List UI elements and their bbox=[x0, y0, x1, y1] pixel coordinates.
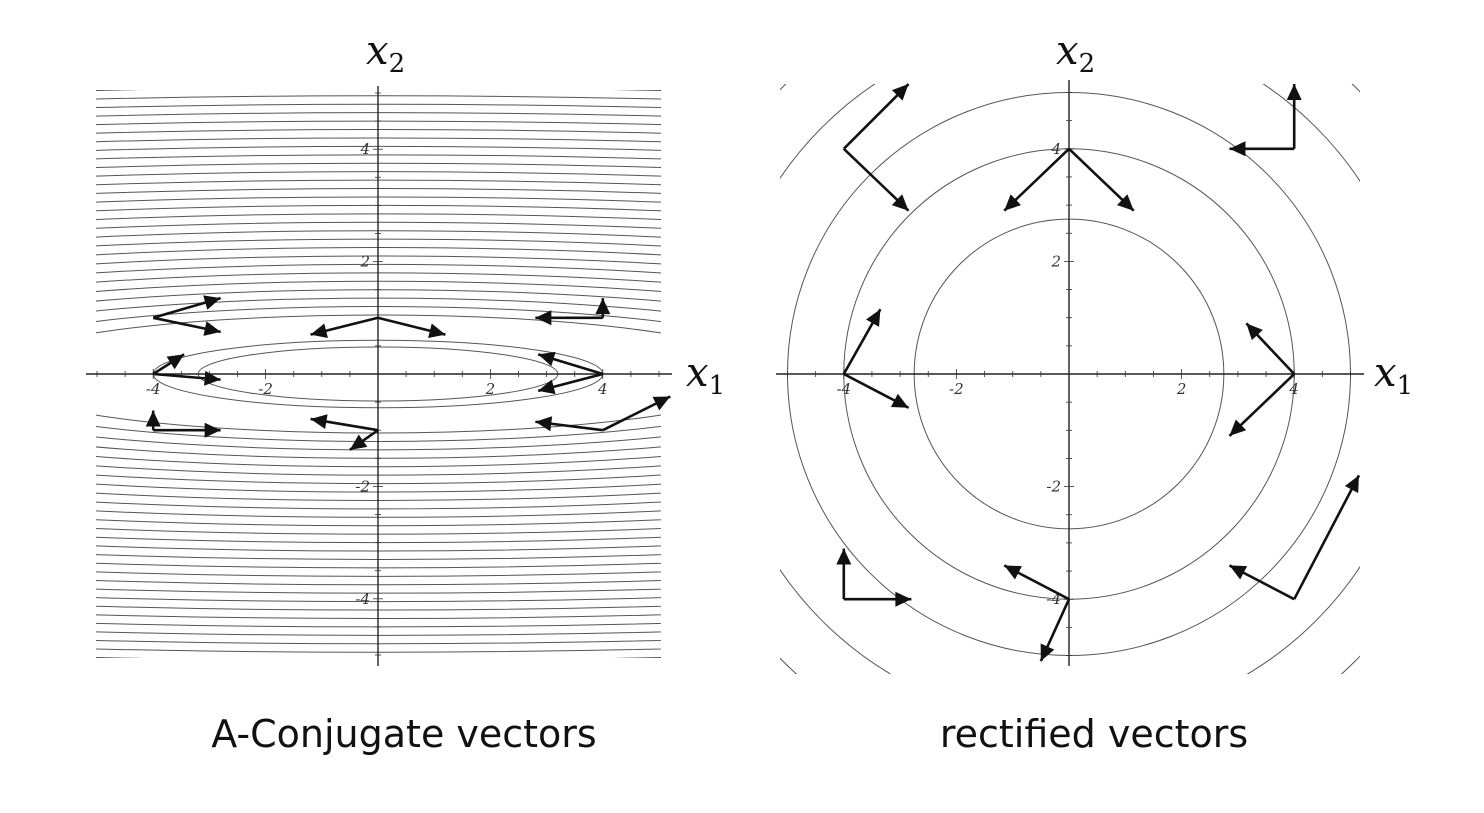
vector-arrow-a-head bbox=[310, 323, 328, 339]
y-tick-label: -2 bbox=[355, 477, 370, 495]
vector-arrow-a-head bbox=[204, 370, 221, 386]
vector-pair bbox=[1003, 147, 1135, 212]
vector-arrow-b-head bbox=[203, 321, 221, 336]
vector-arrow-b-head bbox=[166, 354, 185, 370]
y-tick-label: 2 bbox=[1050, 252, 1061, 270]
x1-axis-label: x1 bbox=[686, 350, 725, 401]
x2-axis-label: x2 bbox=[366, 28, 405, 79]
vector-pair bbox=[152, 295, 222, 336]
vector-arrow-b-head bbox=[891, 194, 909, 211]
vector-pair bbox=[537, 351, 604, 395]
y-tick-label: 4 bbox=[359, 140, 370, 158]
x-tick-label: -2 bbox=[258, 380, 273, 398]
vector-arrow-a-head bbox=[1229, 141, 1246, 157]
x-tick-label: -2 bbox=[949, 380, 964, 398]
vector-pair bbox=[310, 316, 446, 339]
vector-arrow-a-head bbox=[836, 548, 852, 565]
vector-arrow-b-head bbox=[890, 393, 909, 408]
vector-arrow-b-head bbox=[349, 434, 368, 450]
vector-arrow-b-head bbox=[428, 323, 446, 339]
vector-arrow-a-head bbox=[865, 309, 881, 327]
x-tick-label: 2 bbox=[485, 380, 496, 398]
x1-axis-label-main: x bbox=[1374, 350, 1397, 396]
vector-pairs bbox=[836, 83, 1361, 662]
vector-arrow-a-head bbox=[1004, 565, 1022, 580]
x2-axis-label-sub: 2 bbox=[389, 49, 406, 79]
vector-arrow-b-head bbox=[1116, 194, 1134, 211]
vector-pairs bbox=[145, 295, 671, 451]
vector-pair bbox=[535, 395, 671, 432]
vector-arrow-b-shaft bbox=[1293, 474, 1361, 600]
x1-axis-label-sub: 1 bbox=[709, 371, 726, 401]
x2-axis-label-sub: 2 bbox=[1079, 49, 1096, 79]
vector-arrow-a-head bbox=[204, 422, 221, 438]
vector-arrow-a-head bbox=[891, 84, 909, 101]
x-tick-label: 2 bbox=[1176, 380, 1187, 398]
x2-axis-label-main: x bbox=[366, 28, 389, 74]
vector-pair bbox=[145, 410, 221, 438]
vector-arrow-b-head bbox=[895, 591, 912, 607]
vector-arrow-b-head bbox=[1229, 419, 1247, 436]
vector-pair bbox=[1003, 564, 1071, 662]
vector-pair bbox=[535, 298, 611, 326]
x-tick-label: -4 bbox=[146, 380, 161, 398]
x1-axis-label-main: x bbox=[686, 350, 709, 396]
x-tick-label: 4 bbox=[1288, 380, 1299, 398]
left-panel-caption: A-Conjugate vectors bbox=[211, 712, 597, 756]
vector-arrow-a-head bbox=[310, 414, 328, 429]
x2-axis-label: x2 bbox=[1056, 28, 1095, 79]
x-tick-label: 4 bbox=[597, 380, 608, 398]
y-tick-label: -2 bbox=[1046, 478, 1061, 496]
vector-pair bbox=[842, 308, 910, 409]
x2-axis-label-main: x bbox=[1056, 28, 1079, 74]
vector-arrow-b-head bbox=[1344, 475, 1359, 493]
x1-axis-label-sub: 1 bbox=[1397, 371, 1414, 401]
vector-pair bbox=[1229, 84, 1302, 157]
vector-pair bbox=[1228, 322, 1296, 437]
vector-pair bbox=[310, 414, 379, 451]
vector-arrow-b-head bbox=[538, 379, 556, 395]
x1-axis-label: x1 bbox=[1374, 350, 1413, 401]
vector-arrow-a-head bbox=[203, 295, 221, 310]
vector-arrow-b-head bbox=[145, 410, 161, 427]
vector-arrow-b-head bbox=[652, 396, 671, 411]
right-panel-caption: rectified vectors bbox=[939, 712, 1249, 756]
vector-arrow-a-head bbox=[538, 351, 556, 367]
y-tick-label: 4 bbox=[1050, 140, 1061, 158]
vector-arrow-a-head bbox=[1246, 323, 1263, 341]
y-tick-label: -4 bbox=[355, 590, 370, 608]
vector-pair bbox=[1228, 474, 1361, 601]
vector-arrow-b-head bbox=[1040, 643, 1055, 662]
vector-arrow-a-head bbox=[1229, 565, 1248, 580]
vector-arrow-a-head bbox=[535, 310, 552, 326]
x-tick-label: -4 bbox=[836, 380, 851, 398]
vector-pair bbox=[836, 548, 912, 607]
vector-pair bbox=[842, 83, 910, 212]
y-tick-label: 2 bbox=[359, 253, 370, 271]
y-tick-label: -4 bbox=[1046, 590, 1061, 608]
vector-pair bbox=[152, 353, 221, 386]
vector-arrow-b-head bbox=[1286, 84, 1302, 101]
vector-arrow-a-head bbox=[1004, 194, 1022, 211]
vector-arrow-a-head bbox=[535, 416, 553, 432]
vector-arrow-b-head bbox=[595, 298, 611, 315]
